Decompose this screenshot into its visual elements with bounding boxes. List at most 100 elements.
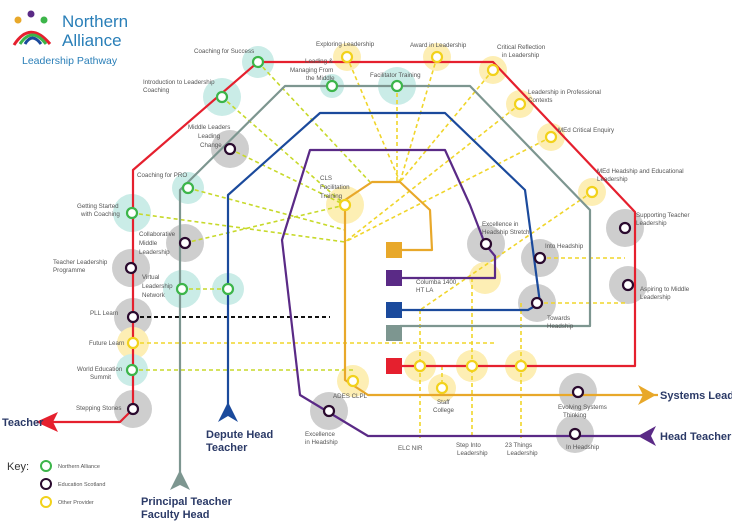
label-virtual-3: Network <box>142 292 166 299</box>
label-into-headship: Into Headship <box>545 243 584 250</box>
label-critical-reflection-2: in Leadership <box>502 52 540 59</box>
label-cls-2: Facilitation <box>320 184 350 191</box>
label-stepping: Stepping Stones <box>76 405 121 412</box>
teacher-arrow <box>36 412 58 432</box>
label-getting-started-2: with Coaching <box>80 211 120 218</box>
label-aspiring-2: Leadership <box>640 294 671 301</box>
label-towards-2: Headship <box>547 323 574 330</box>
dashed-connectors <box>131 56 628 438</box>
logo-arc-green <box>18 33 48 45</box>
logo-dot-purple <box>27 10 35 18</box>
label-facilitator-training: Facilitator Training <box>370 72 421 79</box>
label-in-headship: In Headship <box>566 444 600 451</box>
label-elc: ELC NIR <box>398 445 423 452</box>
line-arrows <box>36 385 656 490</box>
northern-alliance-logo: Northern Alliance Leadership Pathway <box>12 10 128 67</box>
key-title: Key: <box>7 461 29 473</box>
label-middle-leaders-1: Middle Leaders <box>188 124 230 131</box>
label-getting-started-1: Getting Started <box>77 203 119 210</box>
role-labels: Teacher Principal Teacher Faculty Head D… <box>2 390 732 521</box>
role-systems: Systems Leader <box>660 390 732 402</box>
label-cls-1: CLS <box>320 175 332 182</box>
line-terminal-squares <box>386 242 402 374</box>
label-columba-1: Columba 1400 <box>416 279 457 286</box>
station-labels: Coaching for Success Exploring Leadershi… <box>53 41 690 457</box>
label-excellence-stretch-2: Headship Stretch <box>482 229 530 236</box>
label-step-into-1: Step Into <box>456 442 481 449</box>
role-teacher: Teacher <box>2 417 44 429</box>
label-supporting-teacher-2: Leadership <box>636 220 667 227</box>
label-adesclpl: ADES CLPL <box>333 393 368 400</box>
key-green-circle <box>40 460 52 472</box>
label-virtual-2: Leadership <box>142 283 173 290</box>
line-blue <box>226 111 542 408</box>
role-principal-1: Principal Teacher <box>141 496 233 508</box>
label-coaching-success: Coaching for Success <box>194 48 254 55</box>
logo-dot-gold <box>14 16 22 24</box>
key-yellow-circle <box>40 496 52 508</box>
label-exploring-leadership: Exploring Leadership <box>316 41 375 48</box>
label-aspiring-1: Aspiring to Middle <box>640 286 690 293</box>
line-gold <box>343 180 658 397</box>
label-leading-middle-1: Leading & <box>305 58 334 65</box>
label-award-leadership: Award in Leadership <box>410 42 467 49</box>
key-other-provider: Other Provider <box>58 500 94 506</box>
label-things-2: Leadership <box>507 450 538 457</box>
role-depute-2: Teacher <box>206 442 248 454</box>
role-head: Head Teacher <box>660 431 732 443</box>
label-world-2: Summit <box>90 374 111 381</box>
label-staff-2: College <box>433 407 455 414</box>
label-towards-1: Towards <box>547 315 570 322</box>
key: Key: Northern Alliance Education Scotlan… <box>7 460 105 508</box>
logo-dot-green <box>40 16 48 24</box>
label-supporting-teacher-1: Supporting Teacher <box>636 212 690 219</box>
label-critical-reflection-1: Critical Reflection <box>497 44 546 51</box>
line-grey <box>178 84 592 480</box>
systems-arrow <box>638 385 656 405</box>
role-depute-1: Depute Head <box>206 429 273 441</box>
key-education-scotland: Education Scotland <box>58 482 105 488</box>
label-collab-2: Middle <box>139 240 158 247</box>
label-intro-coaching-2: Coaching <box>143 87 170 94</box>
label-world-1: World Education <box>77 366 123 373</box>
label-med-headship-2: Leadership <box>597 176 628 183</box>
label-step-into-2: Leadership <box>457 450 488 457</box>
logo-line-3: Leadership Pathway <box>22 55 118 67</box>
label-things-1: 23 Things <box>505 442 532 449</box>
label-middle-leaders-3: Change <box>200 142 222 149</box>
label-coaching-pro: Coaching for PRO <box>137 172 187 179</box>
label-pll: PLL Learn <box>90 310 119 317</box>
head-arrow <box>638 426 656 446</box>
label-middle-leaders-2: Leading <box>198 133 221 140</box>
key-northern-alliance: Northern Alliance <box>58 464 100 470</box>
label-excellence-headship-1: Excellence <box>305 431 335 438</box>
label-future-learn: Future Learn <box>89 340 125 347</box>
label-teacher-prog-1: Teacher Leadership <box>53 259 108 266</box>
logo-line-1: Northern <box>62 12 128 31</box>
label-virtual-1: Virtual <box>142 274 159 281</box>
label-teacher-prog-2: Programme <box>53 267 86 274</box>
label-collab-1: Collaborative <box>139 231 176 238</box>
role-principal-2: Faculty Head <box>141 509 209 521</box>
label-columba-2: HT LA <box>416 287 434 294</box>
logo-arc-red <box>12 30 52 46</box>
label-excellence-stretch-1: Excellence in <box>482 221 519 228</box>
principal-arrow <box>170 470 190 490</box>
label-leading-middle-2: Managing From <box>290 67 333 74</box>
label-med-headship-1: MEd Headship and Educational <box>597 168 684 175</box>
label-staff-1: Staff <box>437 399 450 406</box>
label-excellence-headship-2: in Headship <box>305 439 338 446</box>
key-black-circle <box>40 478 52 490</box>
label-evolving-1: Evolving Systems <box>558 404 607 411</box>
label-cls-3: Training <box>320 193 343 200</box>
depute-arrow <box>218 402 238 422</box>
label-leadership-prof-2: Contexts <box>528 97 552 104</box>
label-leadership-prof-1: Leadership in Professional <box>528 89 601 96</box>
logo-line-2: Alliance <box>62 31 122 50</box>
label-intro-coaching-1: Introduction to Leadership <box>143 79 215 86</box>
label-collab-3: Leadership <box>139 249 170 256</box>
station-circles <box>124 50 635 441</box>
label-leading-middle-3: the Middle <box>306 75 335 82</box>
